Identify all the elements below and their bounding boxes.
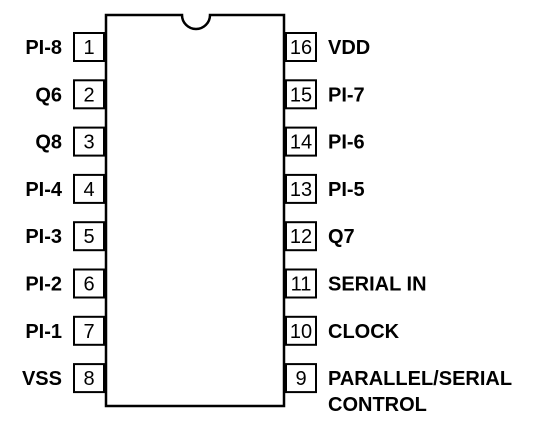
right-pin-15: 15 PI-7 — [285, 79, 365, 110]
pin-number: 4 — [83, 179, 94, 201]
pin-box — [73, 268, 105, 299]
pin-number: 9 — [295, 368, 306, 390]
pin-label: PARALLEL/SERIAL — [328, 368, 512, 390]
pin-box — [285, 32, 317, 62]
left-pin-5: 5 PI-3 — [25, 221, 105, 252]
pin-box — [285, 268, 317, 299]
pin-label: PI-1 — [25, 321, 62, 343]
pin-box — [73, 32, 105, 62]
right-pin-9: 9 PARALLEL/SERIAL CONTROL — [285, 363, 512, 416]
left-pin-column: 1 PI-8 2 Q6 3 Q8 4 PI-4 5 PI-3 6 PI-2 7 PI-1 8 VSS — [22, 32, 105, 394]
pin-number: 15 — [290, 84, 312, 106]
left-pin-1: 1 PI-8 — [25, 32, 105, 62]
pin-number: 10 — [290, 321, 312, 343]
pin-label-line2: CONTROL — [328, 394, 427, 416]
pin-number: 6 — [83, 274, 94, 296]
pin-label: PI-6 — [328, 132, 365, 154]
pin-label: Q6 — [35, 84, 62, 106]
pin-label: SERIAL IN — [328, 274, 427, 296]
left-pin-2: 2 Q6 — [35, 79, 105, 110]
pin-number: 13 — [290, 179, 312, 201]
pin-label: PI-5 — [328, 179, 365, 201]
pin-label: Q8 — [35, 132, 62, 154]
pin-box — [285, 363, 317, 394]
pin-box — [285, 79, 317, 110]
pin-label: VDD — [328, 37, 370, 59]
left-pin-8: 8 VSS — [22, 363, 105, 394]
right-pin-14: 14 PI-6 — [285, 126, 365, 157]
right-pin-12: 12 Q7 — [285, 221, 355, 252]
left-pin-4: 4 PI-4 — [25, 173, 105, 204]
pin-box — [73, 126, 105, 157]
left-pin-3: 3 Q8 — [35, 126, 105, 157]
pin-label: PI-4 — [25, 179, 63, 201]
pin-label: PI-3 — [25, 226, 62, 248]
pin-box — [73, 363, 105, 394]
right-pin-column: 16 VDD 15 PI-7 14 PI-6 13 PI-5 12 Q7 11 SERIAL IN 10… — [285, 32, 512, 416]
right-pin-16: 16 VDD — [285, 32, 370, 62]
pin-number: 11 — [291, 274, 312, 296]
pin-label: PI-8 — [25, 37, 62, 59]
pin-box — [285, 315, 317, 346]
right-pin-11: 11 SERIAL IN — [285, 268, 427, 299]
pin-box — [73, 79, 105, 110]
pin-label: VSS — [22, 368, 62, 390]
pin-number: 3 — [83, 132, 94, 154]
pin-box — [73, 221, 105, 252]
pin-box — [285, 173, 317, 204]
left-pin-7: 7 PI-1 — [25, 315, 105, 346]
pin-number: 1 — [83, 37, 94, 59]
pin-number: 12 — [290, 226, 312, 248]
pin-box — [285, 221, 317, 252]
pin-label: CLOCK — [328, 321, 400, 343]
left-pin-6: 6 PI-2 — [25, 268, 105, 299]
pin-number: 16 — [290, 37, 312, 59]
pin-label: PI-7 — [328, 84, 365, 106]
pin-number: 7 — [83, 321, 94, 343]
pin-label: PI-2 — [25, 274, 62, 296]
pin-number: 14 — [290, 132, 312, 154]
right-pin-13: 13 PI-5 — [285, 173, 365, 204]
pin-box — [285, 126, 317, 157]
pin-label: Q7 — [328, 226, 355, 248]
pin-number: 8 — [83, 368, 94, 390]
pin-number: 2 — [83, 84, 94, 106]
pin-number: 5 — [83, 226, 94, 248]
right-pin-10: 10 CLOCK — [285, 315, 400, 346]
pin-box — [73, 173, 105, 204]
pin-box — [73, 315, 105, 346]
chip-body — [104, 13, 286, 408]
